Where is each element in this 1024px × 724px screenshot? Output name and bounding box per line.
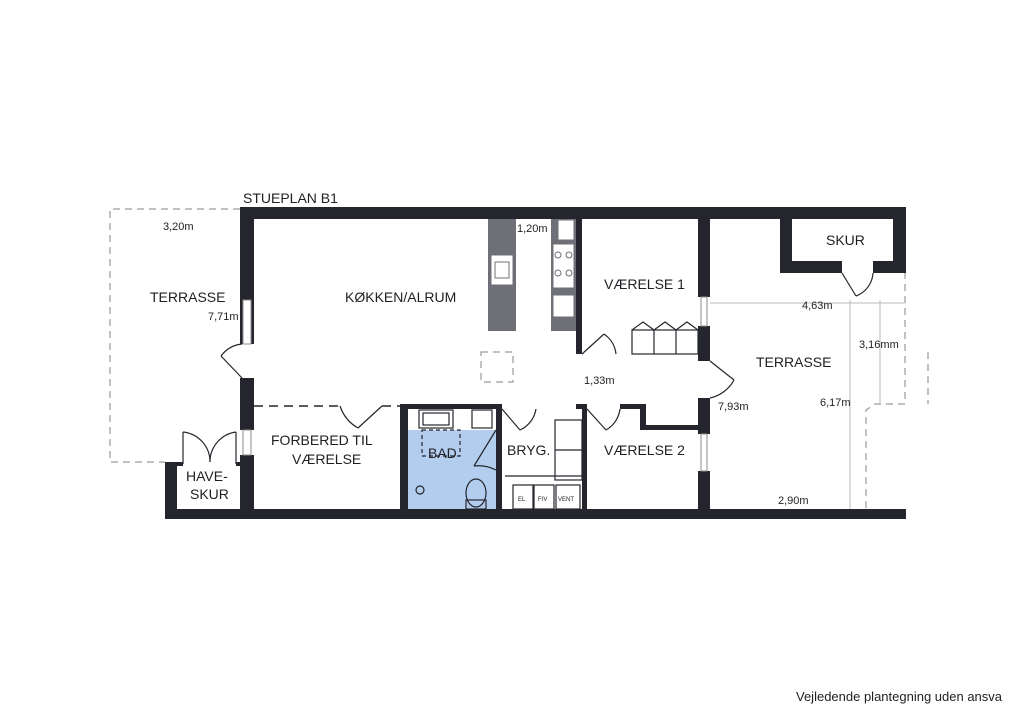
room-bad: BAD: [428, 445, 457, 461]
doors: [182, 272, 874, 471]
window-vaerelse1: [700, 296, 708, 327]
room-haveskur-line1: HAVE-: [186, 468, 228, 484]
ceiling-lamp: [480, 351, 514, 383]
window-vaerelse2: [700, 433, 708, 472]
kitchen-counter: [551, 219, 576, 331]
dim-290: 2,90m: [778, 495, 809, 507]
room-terrasse-right: TERRASSE: [756, 354, 831, 370]
interior-walls: [400, 219, 906, 509]
dim-133: 1,33m: [584, 375, 615, 387]
room-bryggers: BRYG.: [507, 442, 550, 458]
room-haveskur-line2: SKUR: [190, 486, 229, 502]
window-left: [242, 299, 252, 345]
dim-463: 4,63m: [802, 300, 833, 312]
room-forbered-line1: FORBERED TIL: [271, 432, 373, 448]
plan-title: STUEPLAN B1: [243, 190, 338, 206]
room-terrasse-left: TERRASSE: [150, 289, 225, 305]
dim-316: 3,16mm: [859, 339, 899, 351]
dim-120: 1,20m: [517, 223, 548, 235]
dim-320: 3,20m: [163, 221, 194, 233]
utility-vent-label: VENT: [558, 497, 574, 503]
room-skur: SKUR: [826, 232, 865, 248]
window-left-lower: [242, 429, 252, 456]
dim-771: 7,71m: [208, 311, 239, 323]
exterior-walls: [165, 207, 906, 519]
room-kokken-alrum: KØKKEN/ALRUM: [345, 289, 456, 305]
right-terrace-outline: [830, 272, 929, 518]
dim-617: 6,17m: [820, 397, 851, 409]
utility-el-label: EL: [518, 497, 526, 503]
bathroom-floor: [404, 430, 496, 509]
dim-793: 7,93m: [718, 401, 749, 413]
room-vaerelse-2: VÆRELSE 2: [604, 442, 685, 458]
wardrobe: [631, 321, 699, 355]
utility-shelves: [505, 419, 583, 510]
room-forbered-line2: VÆRELSE: [292, 451, 361, 467]
left-terrace-outline: [109, 208, 240, 463]
disclaimer-note: Vejledende plantegning uden ansva: [796, 689, 1003, 704]
utility-fiv-label: FIV: [538, 497, 547, 503]
room-vaerelse-1: VÆRELSE 1: [604, 276, 685, 292]
bathroom-fixtures: [415, 409, 493, 510]
kitchen-island: [488, 219, 516, 331]
